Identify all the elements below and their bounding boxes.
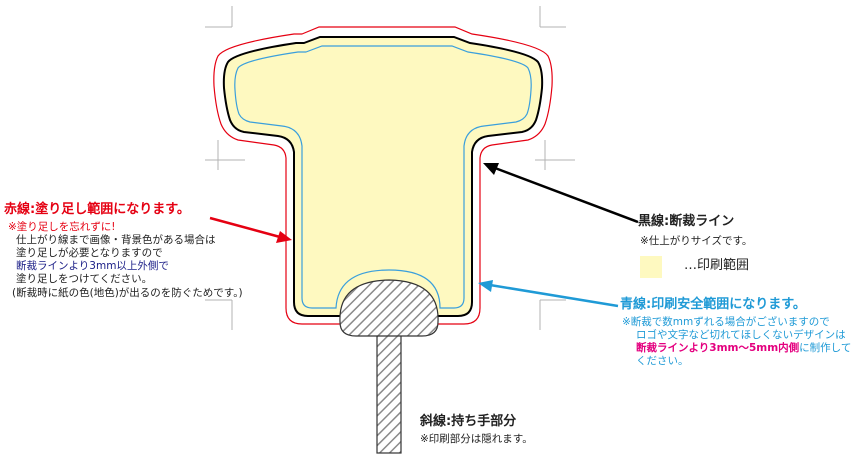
crop-marks <box>205 6 575 330</box>
safe-note-1: ※断裁で数mmずれる場合がございますので <box>622 316 830 328</box>
handle-stick <box>376 324 402 454</box>
safe-note-3-emphasis: 断裁ラインより3mm〜5mm内側 <box>636 342 800 354</box>
bleed-note-5: 塗り足しをつけてください。 <box>16 273 153 285</box>
trim-title: 黒線:断裁ライン <box>638 214 735 229</box>
safe-note-3: 断裁ラインより3mm〜5mm内側に制作して <box>636 342 851 355</box>
bleed-title: 赤線:塗り足し範囲になります。 <box>4 202 190 217</box>
black-arrow <box>483 163 639 224</box>
trim-note: ※仕上がりサイズです。 <box>640 235 753 247</box>
trim-line <box>222 36 544 317</box>
safe-title: 青線:印刷安全範囲になります。 <box>620 297 806 312</box>
handle-title: 斜線:持ち手部分 <box>420 414 517 429</box>
print-area-swatch <box>640 256 662 278</box>
print-area-label: …印刷範囲 <box>684 258 750 273</box>
bleed-note-2: 仕上がり線まで画像・背景色がある場合は <box>16 234 216 246</box>
safe-line <box>234 45 532 309</box>
bleed-note-1: ※塗り足しを忘れずに! <box>8 221 116 233</box>
red-arrow <box>209 216 292 243</box>
bleed-note-6: (断裁時に紙の色(地色)が出るのを防ぐためです。) <box>12 287 243 299</box>
handle-top <box>339 279 439 337</box>
safe-note-2: ロゴや文字など切れてほしくないデザインは <box>636 329 846 341</box>
blue-arrow <box>478 280 619 308</box>
bleed-note-4: 断裁ラインより3mm以上外側で <box>16 260 169 272</box>
safe-note-3-rest: に制作して <box>799 342 852 354</box>
handle-note: ※印刷部分は隠れます。 <box>420 433 533 445</box>
bleed-note-3: 塗り足しが必要となりますので <box>16 247 163 259</box>
safe-note-4: ください。 <box>636 355 689 367</box>
